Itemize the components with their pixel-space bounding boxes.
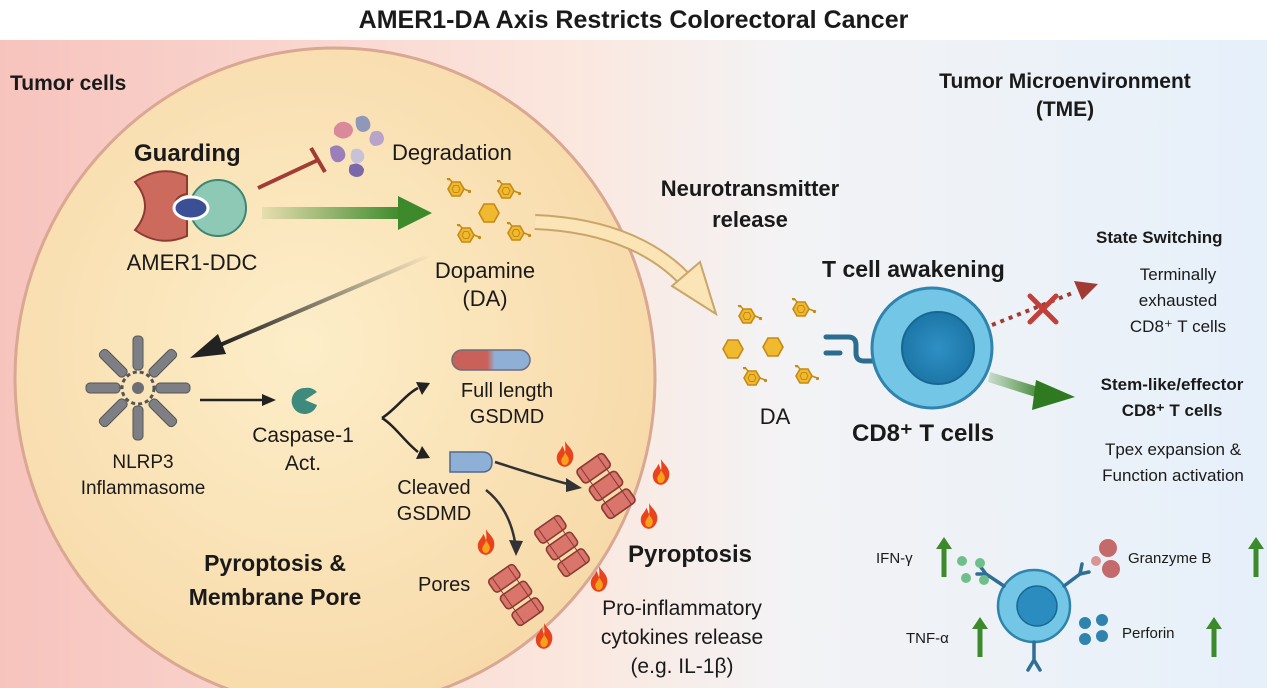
- guarding-label: Guarding: [134, 140, 241, 167]
- da-label: DA: [759, 404, 791, 429]
- inhibition-arrow: [257, 146, 327, 190]
- arrowhead-pore-1: [566, 478, 582, 492]
- full-length-gsdmd-icon: [451, 349, 531, 371]
- cleaved-gsdmd-icon: [449, 451, 493, 473]
- perforin-label: Perforin: [1122, 625, 1175, 642]
- state-switching-label: State Switching: [1096, 228, 1223, 247]
- release-label: release: [712, 207, 788, 232]
- caspase-1-label: Caspase-1: [252, 424, 354, 447]
- function-activation-label: Function activation: [1102, 466, 1244, 485]
- dopamine-abbr-label: (DA): [462, 286, 508, 311]
- dopamine-cluster-icon: [446, 178, 532, 243]
- caspase-branch-arrows: [381, 386, 419, 453]
- region-label-tme-abbr: (TME): [1035, 98, 1095, 121]
- perforin-dots-icon: [1079, 614, 1108, 645]
- amer1-ddc-label: AMER1-DDC: [126, 250, 258, 275]
- stem-like-label: Stem-like/effector: [1100, 375, 1244, 394]
- cd8-t-cell-icon: [870, 286, 994, 410]
- inflammasome-label: Inflammasome: [80, 478, 206, 499]
- arrowhead-full-length: [416, 382, 430, 395]
- blocked-transition-arrow: [991, 281, 1098, 327]
- synthesis-arrow: [262, 196, 432, 230]
- block-x-icon: [1027, 293, 1059, 325]
- cleaved-label: Cleaved: [397, 477, 471, 499]
- terminally-label: Terminally: [1139, 265, 1217, 284]
- tpex-label: Tpex expansion &: [1104, 440, 1242, 459]
- exhausted-label: exhausted: [1138, 291, 1218, 310]
- nlrp3-to-caspase-arrow: [200, 394, 276, 406]
- region-label-tme: Tumor Microenvironment: [939, 70, 1191, 93]
- cleaved-gsdmd-label: GSDMD: [396, 503, 472, 525]
- amer1-ddc-complex-icon: [133, 170, 247, 242]
- pyroptosis-membrane-label: Pyroptosis &: [204, 550, 346, 576]
- arrowhead-cleaved: [416, 446, 430, 459]
- title-band: [0, 0, 1267, 40]
- t-cell-awakening-label: T cell awakening: [822, 256, 1005, 282]
- degradation-label: Degradation: [392, 140, 512, 165]
- page-title: AMER1-DA Axis Restricts Colorectoral Can…: [358, 6, 909, 34]
- full-length-gsdmd-label: GSDMD: [469, 406, 545, 428]
- pores-label: Pores: [418, 574, 471, 596]
- activation-arrow: [190, 253, 431, 358]
- pyroptosis-label: Pyroptosis: [628, 541, 753, 568]
- arrowhead-pore-2: [509, 540, 523, 556]
- degradation-fragments-icon: [330, 115, 384, 177]
- granzyme-b-label: Granzyme B: [1128, 550, 1212, 567]
- il1b-label: (e.g. IL-1β): [630, 655, 734, 678]
- neurotransmitter-label: Neurotransmitter: [660, 176, 840, 201]
- nlrp3-label: NLRP3: [112, 452, 174, 473]
- ifn-gamma-dots-icon: [957, 556, 989, 585]
- stem-like-cd8-label: CD8⁺ T cells: [1121, 401, 1223, 420]
- caspase-1-icon: [291, 387, 317, 414]
- exhausted-cd8-label: CD8⁺ T cells: [1129, 317, 1227, 336]
- dopamine-receptor-icon: [823, 334, 879, 364]
- ifn-gamma-label: IFN-γ: [876, 550, 913, 567]
- extracellular-dopamine-icon: [722, 298, 820, 386]
- granzyme-b-icon: [1091, 539, 1120, 578]
- membrane-pore-label: Membrane Pore: [188, 584, 362, 610]
- cytokines-label: Pro-inflammatory: [602, 597, 762, 620]
- release-arrow: [534, 214, 718, 317]
- region-label-tumor-cells: Tumor cells: [10, 72, 127, 95]
- pore-formation-arrows: [485, 460, 569, 543]
- tnf-alpha-label: TNF-α: [906, 630, 949, 647]
- effector-t-cell-icon: [975, 562, 1091, 672]
- nlrp3-inflammasome-icon: [85, 335, 191, 441]
- caspase-act-label: Act.: [284, 452, 322, 475]
- full-length-label: Full length: [460, 380, 554, 402]
- cytokines-release-label: cytokines release: [600, 626, 764, 649]
- dopamine-label: Dopamine: [434, 258, 536, 283]
- stem-like-transition-arrow: [988, 372, 1075, 410]
- cd8-t-cells-label: CD8⁺ T cells: [852, 420, 995, 447]
